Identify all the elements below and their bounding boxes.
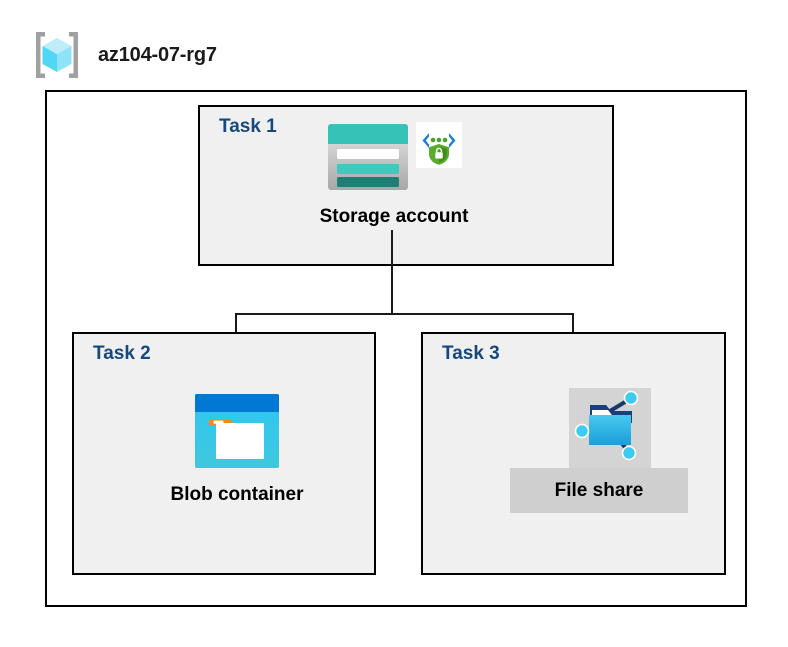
secure-endpoint-shield-icon xyxy=(416,122,462,173)
blob-container-node[interactable]: Blob container xyxy=(152,393,322,506)
file-share-caption: File share xyxy=(554,479,644,501)
resource-group-header: az104-07-rg7 xyxy=(30,28,217,82)
connector-horizontal-bus xyxy=(235,313,574,315)
connector-storage-trunk xyxy=(391,230,393,314)
file-share-caption-backdrop: File share xyxy=(510,468,688,513)
task-3-label: Task 3 xyxy=(442,343,500,364)
task-2-label: Task 2 xyxy=(93,343,151,364)
storage-account-caption: Storage account xyxy=(319,206,469,227)
storage-account-icon xyxy=(326,122,410,197)
storage-account-node[interactable]: Storage account xyxy=(294,122,494,228)
file-share-icon xyxy=(572,389,648,468)
resource-group-cube-icon xyxy=(30,28,84,82)
task-1-label: Task 1 xyxy=(219,116,277,137)
blob-container-icon xyxy=(194,393,280,474)
file-share-icon-backdrop xyxy=(569,388,651,468)
file-share-node[interactable]: File share xyxy=(510,388,688,513)
blob-container-caption: Blob container xyxy=(170,484,304,505)
resource-group-name: az104-07-rg7 xyxy=(98,43,217,66)
storage-account-icon-row xyxy=(326,122,462,197)
